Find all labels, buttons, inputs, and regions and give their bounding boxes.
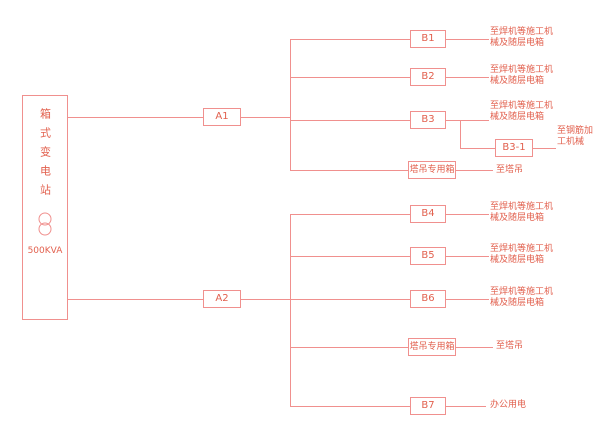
connector-line: [290, 214, 410, 215]
dest-label-tower-crane-1: 至塔吊: [496, 165, 524, 175]
connector-line: [290, 120, 410, 121]
connector-line: [446, 214, 489, 215]
dest-label-b2: 至焊机等施工机械及随层电箱: [490, 65, 554, 86]
connector-line: [290, 170, 408, 171]
connector-line: [68, 117, 203, 118]
connector-line: [446, 256, 489, 257]
dest-label-b5: 至焊机等施工机械及随层电箱: [490, 244, 554, 265]
bus-line-a1: [290, 39, 291, 171]
feeder-box-a1: A1: [203, 108, 241, 126]
connector-line: [290, 77, 410, 78]
connector-line: [446, 299, 489, 300]
dest-label-b4: 至焊机等施工机械及随层电箱: [490, 202, 554, 223]
connector-line: [446, 39, 489, 40]
connector-line: [68, 299, 203, 300]
connector-line: [446, 406, 486, 407]
dist-box-b6: B6: [410, 290, 446, 308]
dest-label-b3: 至焊机等施工机械及随层电箱: [490, 101, 554, 122]
dist-box-b7: B7: [410, 397, 446, 415]
connector-line: [446, 120, 489, 121]
dest-label-b3-1: 至钢筋加工机械: [557, 126, 594, 147]
connector-line: [241, 117, 290, 118]
connector-line: [456, 170, 493, 171]
connector-line: [456, 347, 493, 348]
connector-line: [533, 148, 556, 149]
connector-line: [460, 120, 461, 148]
transformer-icon: [38, 212, 52, 236]
tower-crane-box-2: 塔吊专用箱: [408, 338, 456, 356]
dest-label-tower-crane-2: 至塔吊: [496, 341, 524, 351]
dest-label-b1: 至焊机等施工机械及随层电箱: [490, 27, 554, 48]
dest-label-b7: 办公用电: [490, 400, 527, 410]
dist-box-b1: B1: [410, 30, 446, 48]
connector-line: [241, 299, 290, 300]
dist-box-b5: B5: [410, 247, 446, 265]
dist-box-b3: B3: [410, 111, 446, 129]
connector-line: [290, 347, 408, 348]
substation-rating: 500KVA: [27, 246, 63, 256]
feeder-box-a2: A2: [203, 290, 241, 308]
dist-box-b4: B4: [410, 205, 446, 223]
connector-line: [290, 299, 410, 300]
tower-crane-box-1: 塔吊专用箱: [408, 161, 456, 179]
connector-line: [290, 256, 410, 257]
substation-name: 箱式变电站: [38, 108, 52, 203]
connector-line: [290, 406, 410, 407]
dist-box-b2: B2: [410, 68, 446, 86]
dist-box-b3-1: B3-1: [495, 139, 533, 157]
substation-box: 箱式变电站 500KVA: [22, 95, 68, 320]
connector-line: [446, 77, 489, 78]
dest-label-b6: 至焊机等施工机械及随层电箱: [490, 287, 554, 308]
bus-line-a2: [290, 214, 291, 406]
connector-line: [290, 39, 410, 40]
connector-line: [460, 148, 495, 149]
